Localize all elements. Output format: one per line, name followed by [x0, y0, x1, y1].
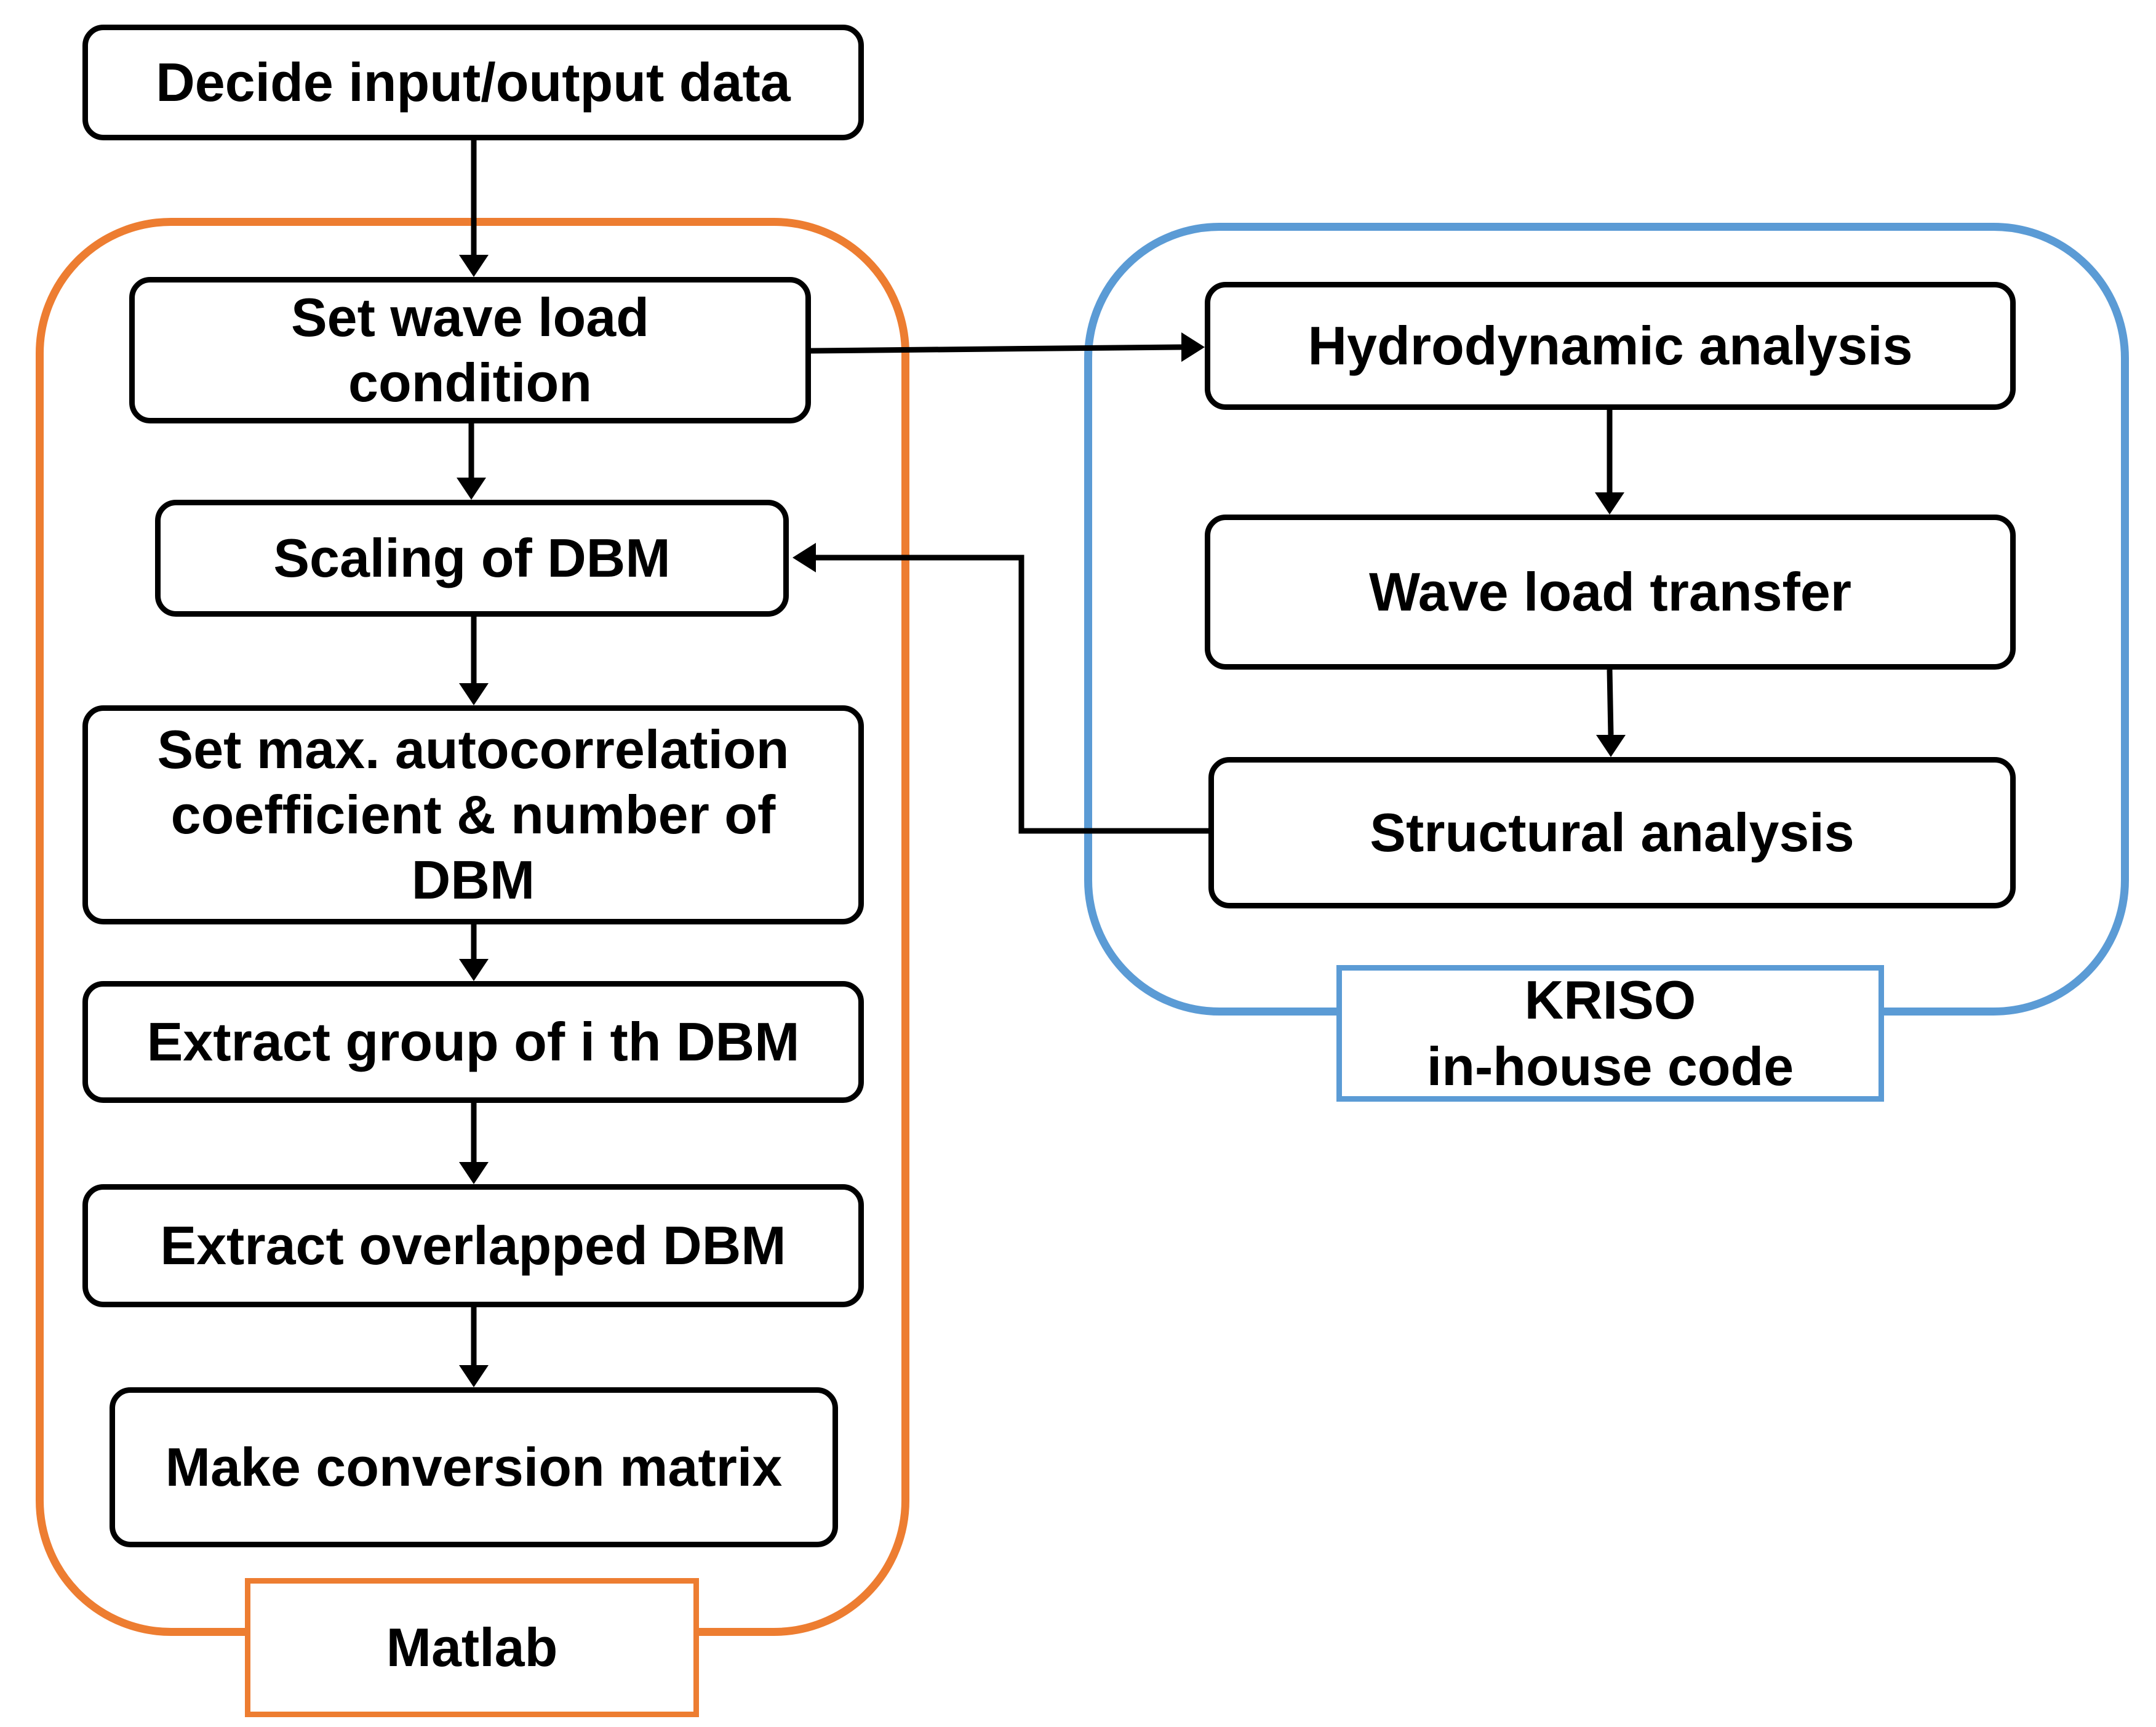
decide-io-box: Decide input/output data	[82, 25, 864, 140]
structural-box: Structural analysis	[1208, 757, 2016, 908]
extract-group-box: Extract group of i th DBM	[82, 981, 864, 1103]
arrowhead-hydro	[1181, 332, 1205, 362]
wave-transfer-box: Wave load transfer	[1205, 515, 2016, 670]
set-max-autocorr-label: Set max. autocorrelation coefficient & n…	[157, 719, 789, 910]
wave-transfer-label: Wave load transfer	[1368, 561, 1852, 622]
structural-label: Structural analysis	[1370, 802, 1855, 863]
make-conversion-box: Make conversion matrix	[110, 1387, 838, 1547]
arrow-transfer-to-structural	[1607, 669, 1614, 735]
kriso-label-line1: KRISO	[1524, 969, 1696, 1030]
arrow-setwave-to-hydro	[810, 344, 1182, 354]
arrowhead-scaling-feedback	[793, 543, 816, 572]
arrowhead-extractgroup	[459, 959, 489, 981]
kriso-label-box: KRISO in-house code	[1336, 965, 1884, 1102]
arrowhead-scaling	[457, 478, 486, 500]
arrowhead-conversion	[459, 1365, 489, 1387]
arrowhead-setmax	[459, 683, 489, 705]
matlab-label: Matlab	[386, 1617, 558, 1678]
extract-overlapped-box: Extract overlapped DBM	[82, 1184, 864, 1307]
make-conversion-label: Make conversion matrix	[165, 1436, 783, 1497]
set-max-autocorr-box: Set max. autocorrelation coefficient & n…	[82, 705, 864, 924]
hydrodynamic-box: Hydrodynamic analysis	[1205, 282, 2016, 410]
arrow-structural-to-scaling	[816, 555, 1208, 834]
arrowhead-transfer	[1595, 492, 1624, 515]
set-wave-load-box: Set wave load condition	[129, 277, 811, 423]
scaling-dbm-label: Scaling of DBM	[273, 527, 671, 588]
decide-io-label: Decide input/output data	[156, 52, 791, 113]
arrowhead-overlapped	[459, 1162, 489, 1184]
arrowhead-structural	[1596, 735, 1626, 757]
set-wave-load-label: Set wave load condition	[290, 287, 649, 413]
matlab-label-box: Matlab	[245, 1578, 699, 1717]
arrowhead-setwave	[459, 255, 489, 277]
hydrodynamic-label: Hydrodynamic analysis	[1308, 315, 1913, 376]
scaling-dbm-box: Scaling of DBM	[155, 500, 789, 617]
kriso-label-line2: in-house code	[1426, 1036, 1794, 1097]
extract-group-label: Extract group of i th DBM	[146, 1011, 800, 1072]
extract-overlapped-label: Extract overlapped DBM	[160, 1215, 786, 1276]
